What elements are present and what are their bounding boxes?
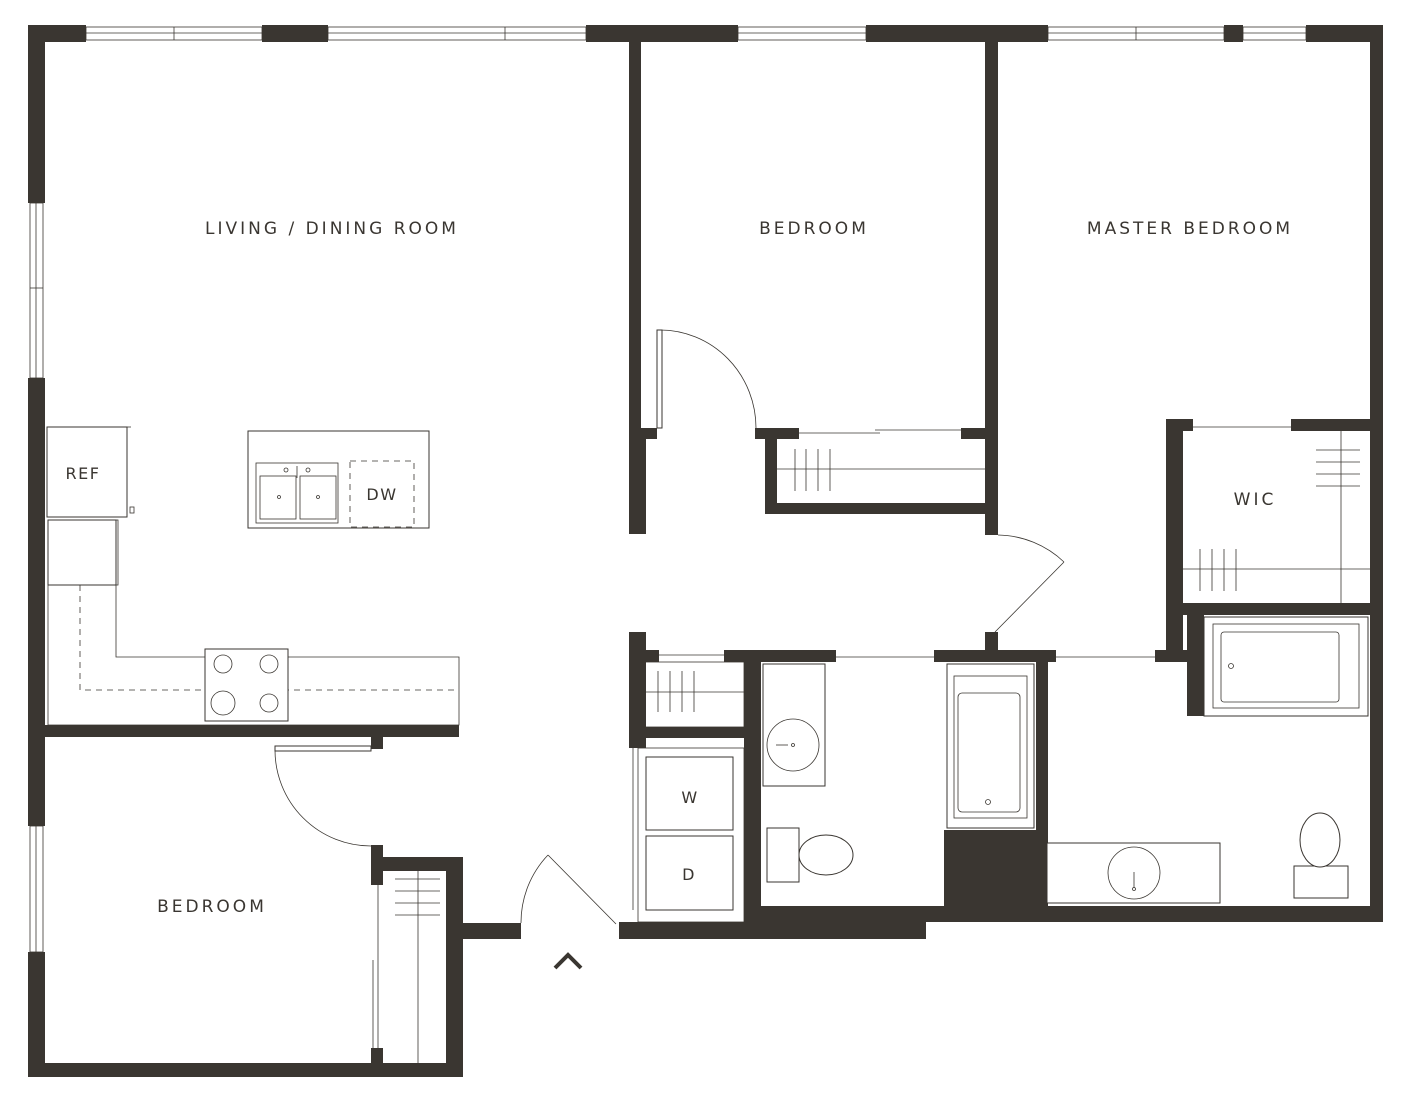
chevron-up-icon — [553, 952, 583, 970]
closet-shelving — [395, 431, 1370, 1063]
kitchen-fixtures — [46, 426, 460, 726]
laundry — [637, 747, 745, 923]
room-label-living-dining: LIVING / DINING ROOM — [205, 219, 459, 239]
windows — [29, 26, 1307, 953]
walls — [28, 25, 1383, 1077]
room-label-master-bedroom: MASTER BEDROOM — [1087, 219, 1293, 239]
fixture-label-ref: REF — [66, 464, 101, 483]
doors — [274, 329, 1291, 1048]
master-bathroom — [1046, 616, 1369, 904]
hall-bathroom — [762, 663, 1035, 883]
fixture-label-washer: W — [681, 788, 698, 807]
room-label-bedroom-bottom: BEDROOM — [157, 897, 267, 917]
room-label-bedroom-top: BEDROOM — [759, 219, 869, 239]
room-label-wic: WIC — [1234, 490, 1277, 510]
fixture-label-dryer: D — [682, 865, 696, 884]
dryer — [645, 835, 734, 911]
fixture-label-dw: DW — [366, 485, 397, 504]
washer — [645, 756, 734, 831]
